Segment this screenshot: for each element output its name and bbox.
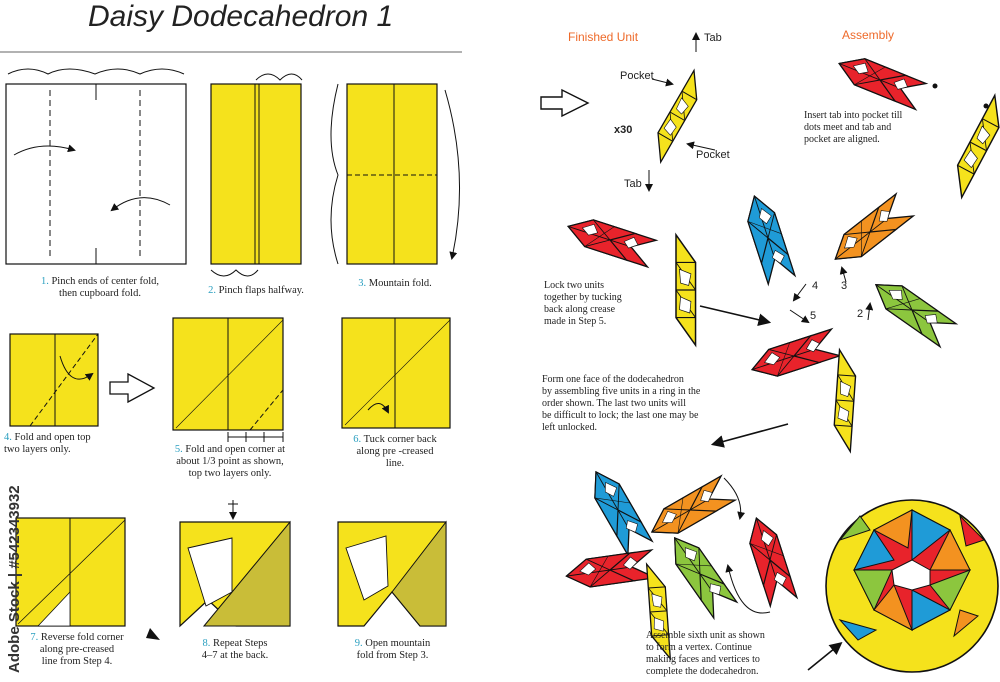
step-text: Tuck corner back (363, 434, 437, 445)
step-text: two layers only. (4, 444, 71, 455)
next-arrow (109, 372, 156, 404)
step-text: Repeat Steps (212, 638, 268, 649)
step-text: Open mountain (365, 638, 431, 649)
tab-label-top: Tab (704, 32, 722, 44)
orange-unit (826, 193, 914, 271)
blue-unit (740, 191, 796, 285)
step-number: 5. (174, 444, 183, 455)
step-text: Fold and open corner at (185, 444, 286, 455)
yellow-unit-insert (944, 94, 1000, 199)
vertex-assembly (563, 464, 798, 661)
step-text: then cupboard fold. (59, 288, 141, 299)
step-number: 9. (354, 638, 363, 649)
step1-caption: 1. Pinch ends of center fold, then cupbo… (20, 276, 180, 300)
assembly-header: Assembly (842, 28, 895, 42)
step-text: line from Step 4. (41, 656, 113, 667)
step6-figure (341, 317, 451, 429)
yellow-unit-lock (675, 234, 697, 346)
dodecahedron-ball (807, 499, 999, 673)
page-title: Daisy Dodecahedron 1 (88, 0, 394, 33)
step2-figure (210, 73, 303, 277)
step4-caption: 4. Fold and open top two layers only. (4, 432, 104, 456)
step-number: 3. (358, 278, 367, 289)
step-text: top two layers only. (188, 468, 272, 479)
green-unit (867, 272, 957, 348)
count-label: x30 (614, 124, 633, 136)
step-text: Pinch ends of center fold, (51, 276, 160, 287)
step-text: along pre-creased (39, 644, 115, 655)
step-text: line. (385, 458, 405, 469)
step8-caption: 8. Repeat Steps 4–7 at the back. (185, 638, 285, 662)
step-text: 4–7 at the back. (201, 650, 269, 661)
step-text: Pinch flaps halfway. (218, 285, 304, 296)
step-text: fold from Step 3. (356, 650, 429, 661)
finished-unit-header: Finished Unit (568, 30, 639, 44)
order-label-2: 2 (857, 308, 864, 320)
step-text: Fold and open top (14, 432, 91, 443)
step-text: along pre -creased (356, 446, 434, 457)
step-text: about 1/3 point as shown, (176, 456, 284, 467)
right-arrow (540, 88, 590, 118)
order-label-3: 3 (841, 280, 848, 292)
step-number: 6. (353, 434, 362, 445)
step9-figure (337, 520, 447, 627)
step5-caption: 5. Fold and open corner at about 1/3 poi… (160, 444, 300, 480)
red-unit-lock (563, 212, 657, 268)
step9-caption: 9. Open mountain fold from Step 3. (335, 638, 450, 662)
tab-label-bottom: Tab (624, 178, 642, 190)
step-number: 8. (202, 638, 211, 649)
step5-figure (172, 317, 284, 442)
step8-figure (179, 500, 291, 628)
step2-caption: 2. Pinch flaps halfway. (196, 285, 316, 297)
step-number: 2. (208, 285, 216, 296)
step4-figure (9, 333, 156, 427)
step3-caption: 3. Mountain fold. (340, 278, 450, 290)
step-number: 1. (40, 276, 49, 287)
red-unit-ring (747, 328, 841, 384)
step7-caption: 7. Reverse fold corner along pre-creased… (22, 632, 132, 668)
step7-figure (15, 517, 160, 640)
order-label-5: 5 (810, 310, 817, 322)
pocket-label-top: Pocket (620, 70, 654, 82)
step1-figure (5, 68, 187, 265)
step-text: Reverse fold corner (40, 632, 124, 643)
step6-caption: 6. Tuck corner back along pre -creased l… (340, 434, 450, 470)
red-unit-insert (833, 49, 927, 111)
step-number: 7. (30, 632, 39, 643)
order-label-4: 4 (812, 280, 819, 292)
pocket-label-bottom: Pocket (696, 149, 730, 161)
step-number: 4. (4, 432, 12, 443)
stock-watermark: Adobe Stock | #542343932 (6, 485, 23, 673)
step-text: Mountain fold. (368, 278, 432, 289)
yellow-unit-ring (831, 349, 859, 453)
step3-figure (330, 83, 461, 265)
